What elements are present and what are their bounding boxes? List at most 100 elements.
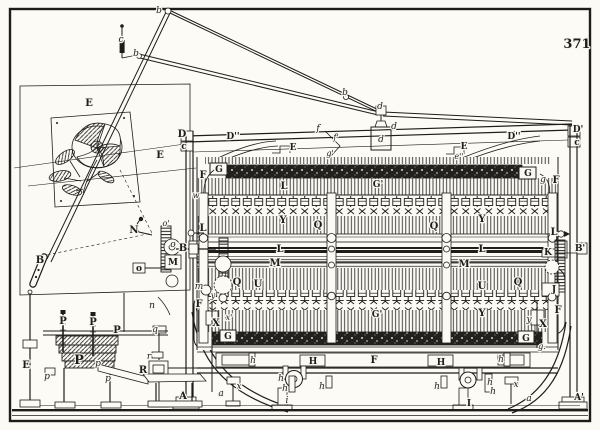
cord <box>27 167 197 187</box>
part-label-c: c <box>118 35 123 45</box>
x-fitting-right <box>504 376 519 404</box>
inner-rail <box>192 139 569 153</box>
leaf <box>97 170 115 184</box>
part-label-b: b <box>156 6 162 16</box>
part-label-X: X <box>212 318 220 329</box>
part-label-f: f <box>315 124 321 134</box>
g-box-top-right <box>518 166 537 180</box>
part-label-o: o <box>136 264 142 274</box>
h-box-right <box>427 354 454 367</box>
leg-right <box>507 321 567 410</box>
pantograph-upper-arms <box>136 7 383 116</box>
hanger-h <box>503 352 511 367</box>
part-label-h: h <box>319 382 325 392</box>
part-label-x: x <box>513 380 518 390</box>
part-label-x: x <box>236 382 241 392</box>
spindle-rod-c <box>119 24 138 59</box>
part-label-d: d <box>378 135 384 145</box>
part-label-L: L <box>280 181 287 192</box>
cord-dashed <box>41 232 153 257</box>
part-label-U: U <box>478 281 487 292</box>
part-label-Y: Y <box>477 214 486 225</box>
part-label-L: L <box>478 244 485 255</box>
part-label-o: o <box>170 240 176 250</box>
hanger-h <box>484 373 493 393</box>
hanger-h <box>440 375 448 389</box>
l-knob-right <box>557 230 565 238</box>
part-label-Q: Q <box>314 220 323 231</box>
pincer-row-upper <box>200 207 556 216</box>
part-label-M: M <box>458 259 469 270</box>
part-label-w: w <box>193 191 200 200</box>
treadle-assembly <box>19 289 207 409</box>
p-bracket <box>44 367 56 376</box>
part-label-p: p <box>44 372 50 382</box>
part-label-h: h <box>250 356 256 366</box>
part-label-D: D' <box>573 125 584 135</box>
part-label-A: A <box>178 391 187 402</box>
fabric-band-bottom <box>211 331 543 346</box>
k-collar <box>541 248 556 258</box>
part-label-M: M <box>168 258 178 268</box>
part-label-h: h <box>278 374 284 384</box>
part-label-B: B <box>36 255 44 266</box>
r-collar <box>151 351 164 359</box>
cord-dashed <box>119 169 153 234</box>
hatch-band-2 <box>197 216 558 234</box>
part-label-B: B <box>179 243 187 254</box>
part-label-p: p <box>105 374 111 384</box>
part-label-Y: Y <box>477 308 486 319</box>
g-box-bottom-right <box>517 330 535 344</box>
part-label-P: P <box>59 316 67 327</box>
m-box <box>164 254 182 270</box>
part-label-L: L <box>199 223 206 234</box>
part-label-L: L <box>276 244 283 255</box>
part-label-D: D'' <box>507 132 520 142</box>
part-label-J: J <box>551 285 556 295</box>
rose-motif <box>48 122 123 196</box>
part-label-K: K <box>544 248 553 258</box>
part-label-B: B' <box>575 244 585 254</box>
part-label-F: F <box>552 175 559 186</box>
g-box-top-left <box>209 162 228 176</box>
part-label-d: d <box>391 122 397 132</box>
bolt-rail <box>196 233 559 243</box>
joint-b2 <box>136 53 142 59</box>
gear-m <box>200 284 212 296</box>
part-label-a: a <box>218 389 223 399</box>
cord <box>13 142 193 169</box>
hatch-band-1 <box>197 178 558 195</box>
part-label-G: G <box>224 332 232 342</box>
part-label-b: b <box>133 49 139 59</box>
part-label-g: g. <box>538 342 546 351</box>
part-label-M: M <box>269 258 280 269</box>
part-label-G: G' <box>372 310 382 320</box>
drive-mechanism-left <box>132 216 233 408</box>
joint-b <box>164 7 172 15</box>
gear <box>544 259 560 275</box>
hatch-band-3 <box>197 268 558 290</box>
part-label-Y: Y <box>278 215 287 226</box>
part-label-E: E <box>156 150 164 161</box>
part-label-Q: Q <box>233 277 242 288</box>
part-label-m: m <box>195 282 204 292</box>
part-label-H: H <box>437 358 446 368</box>
d-rail <box>382 111 573 122</box>
pincer-row-lower <box>200 301 556 310</box>
part-label-F: F <box>199 170 206 181</box>
part-label-X: X <box>539 319 547 330</box>
embroidery-body <box>188 157 568 350</box>
part-label-g: g <box>540 175 546 185</box>
part-label-e: e'' <box>454 152 463 161</box>
part-label-G: G <box>215 165 223 175</box>
gear <box>213 275 233 295</box>
gear <box>214 255 232 273</box>
hanger-h <box>248 352 256 367</box>
part-label-q: q <box>152 325 158 335</box>
x-fitting-left <box>225 376 241 407</box>
part-label-h: h <box>434 382 440 392</box>
pantograph <box>29 7 573 288</box>
